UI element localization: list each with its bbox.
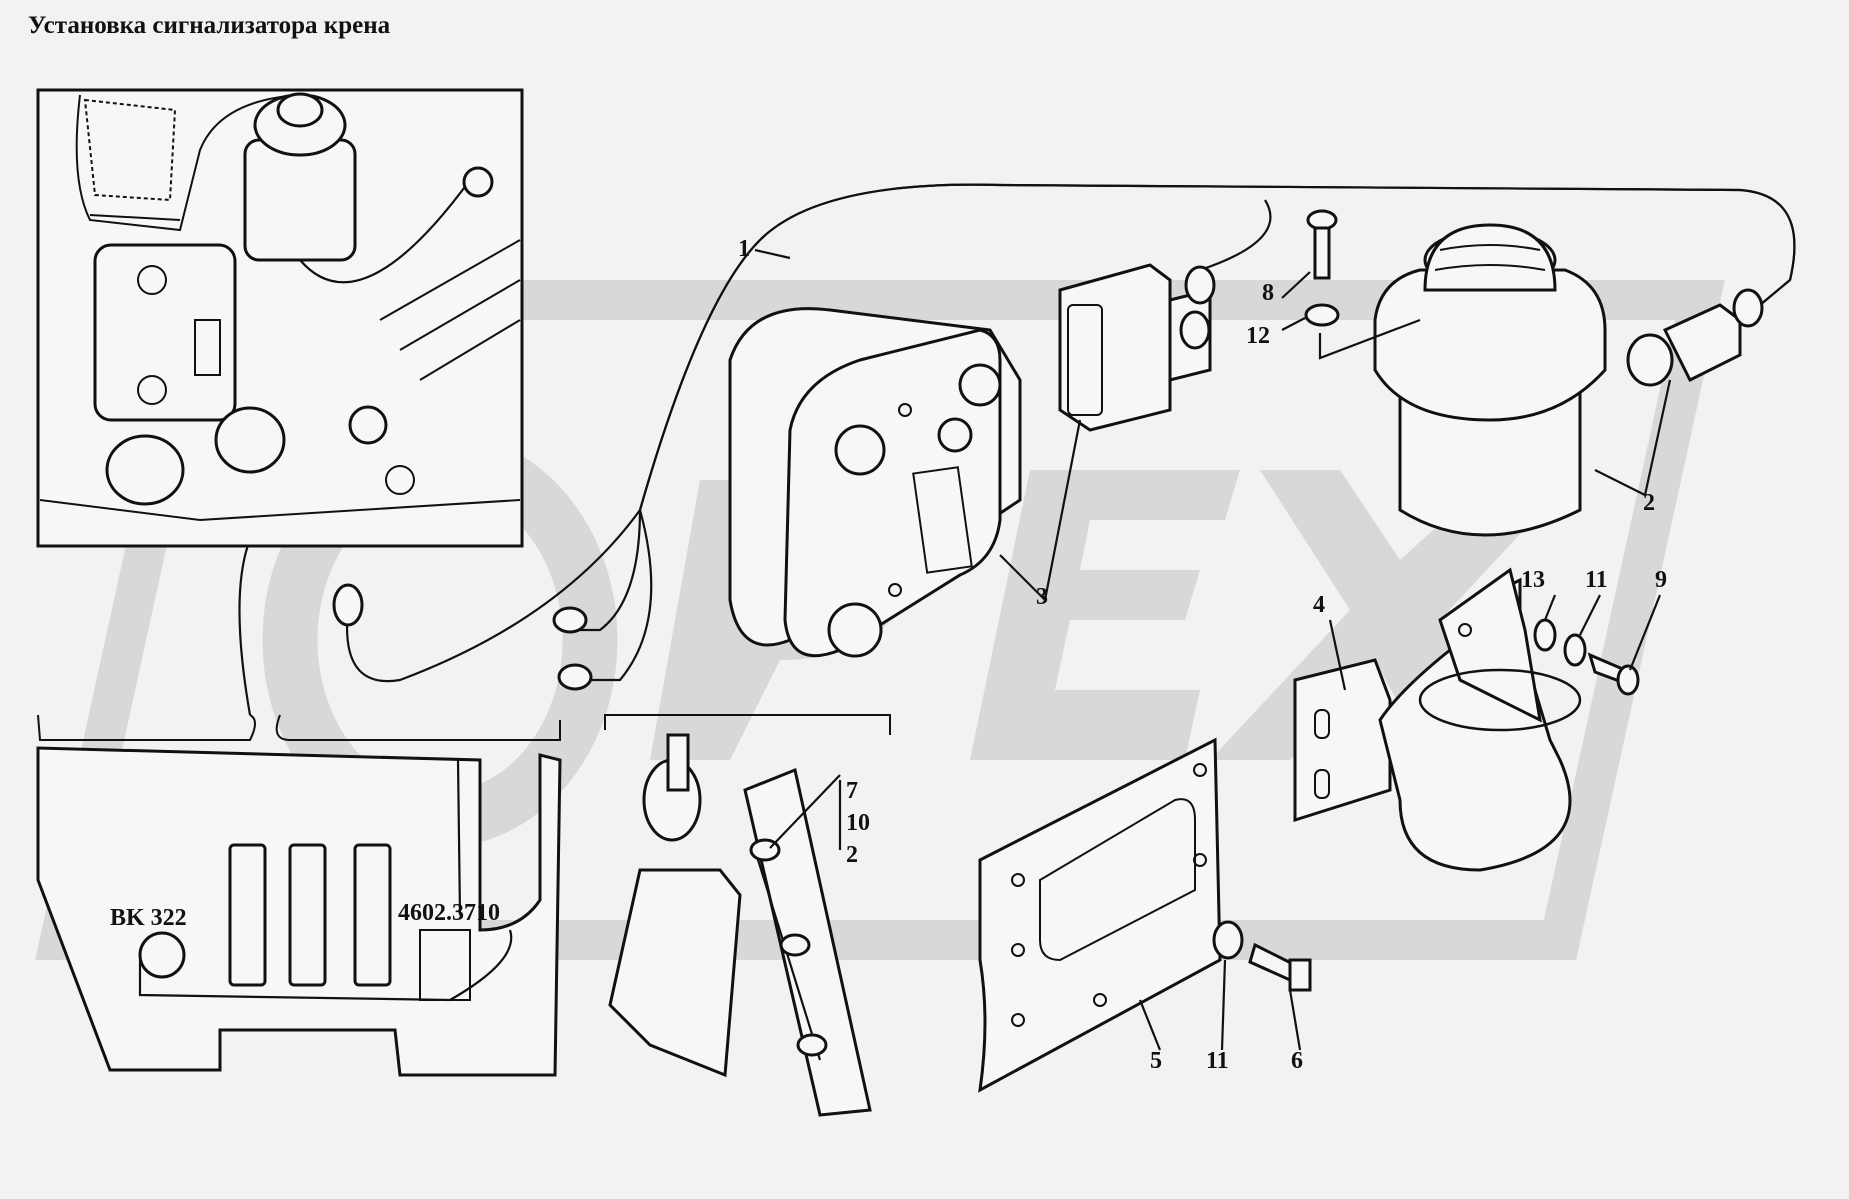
callout-3: 3: [1036, 584, 1048, 610]
bolt-6: [1212, 920, 1312, 992]
leader-lines: [238, 248, 1672, 1051]
plate-5: [978, 737, 1222, 1093]
label-bk322: BK 322: [110, 905, 187, 931]
callout-2-lower: 2: [846, 842, 858, 868]
callout-8: 8: [1262, 280, 1274, 306]
callout-2: 2: [1643, 490, 1655, 516]
callout-1: 1: [738, 236, 750, 262]
diagram-title: Установка сигнализатора крена: [28, 12, 391, 39]
roll-sensor: [1373, 223, 1764, 537]
control-unit: [728, 307, 1022, 658]
mounting-detail: [604, 714, 891, 1117]
callout-11-lower: 11: [1206, 1048, 1229, 1074]
callout-12: 12: [1246, 323, 1270, 349]
callout-5: 5: [1150, 1048, 1162, 1074]
callout-11-upper: 11: [1585, 567, 1608, 593]
callout-9: 9: [1655, 567, 1667, 593]
bracket-4: [1293, 567, 1582, 872]
callout-13: 13: [1521, 567, 1545, 593]
screw-8: [1304, 209, 1340, 327]
label-4602: 4602.3710: [398, 900, 500, 926]
callout-10: 10: [846, 810, 870, 836]
vehicle-inset: [36, 88, 524, 548]
connector: [1058, 263, 1216, 432]
callout-6: 6: [1291, 1048, 1303, 1074]
mounting-scene: [36, 714, 562, 1077]
callout-7: 7: [846, 778, 858, 804]
fasteners-13-11-9: [1533, 618, 1640, 696]
callouts: 1 2 3 4 5 6 8 9 11 11 12 13 7 10 2 BK 32…: [110, 236, 1667, 1074]
callout-4: 4: [1313, 592, 1325, 618]
